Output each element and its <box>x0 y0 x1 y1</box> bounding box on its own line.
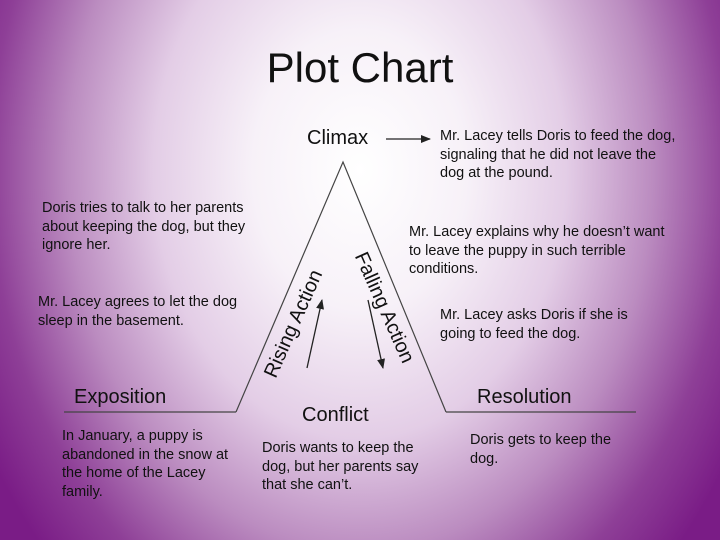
climax-label: Climax <box>307 127 369 149</box>
falling-action-note-1: Mr. Lacey explains why he doesn’t want t… <box>409 224 665 277</box>
plot-triangle <box>235 160 447 413</box>
exposition-label: Exposition <box>74 386 167 408</box>
falling-action-arrow <box>367 299 385 369</box>
rising-action-note-1: Doris tries to talk to her parents about… <box>42 200 246 253</box>
rising-action-arrow <box>306 299 324 369</box>
exposition-note: In January, a puppy is abandoned in the … <box>62 428 229 500</box>
climax-note: Mr. Lacey tells Doris to feed the dog, s… <box>440 128 676 181</box>
falling-action-note-2: Mr. Lacey asks Doris if she is going to … <box>440 307 628 342</box>
conflict-note: Doris wants to keep the dog, but her par… <box>262 440 419 493</box>
resolution-label: Resolution <box>477 386 572 408</box>
page-title: Plot Chart <box>266 44 454 91</box>
rising-action-note-2: Mr. Lacey agrees to let the dog sleep in… <box>38 294 238 329</box>
resolution-note: Doris gets to keep the dog. <box>470 432 612 467</box>
conflict-label: Conflict <box>302 404 369 426</box>
